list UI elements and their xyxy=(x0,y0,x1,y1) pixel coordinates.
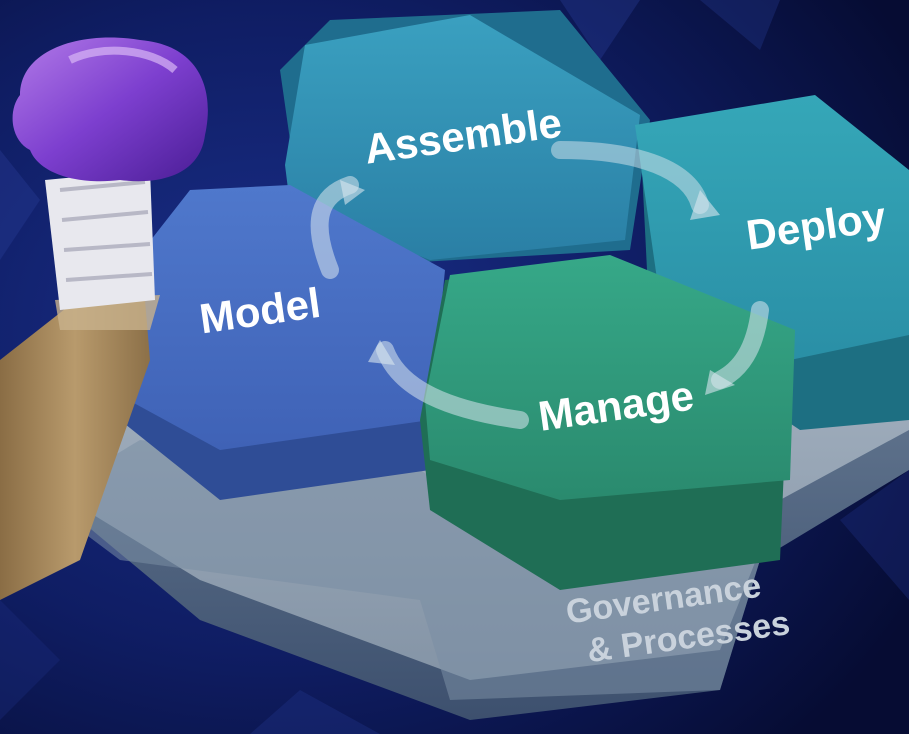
hex-manage xyxy=(420,255,795,590)
boxing-glove-illustration xyxy=(0,37,208,600)
hex-assemble xyxy=(280,10,650,262)
cycle-arrows xyxy=(310,141,769,429)
sleeve xyxy=(0,300,150,600)
glove xyxy=(12,37,208,182)
hex-model xyxy=(100,185,445,500)
